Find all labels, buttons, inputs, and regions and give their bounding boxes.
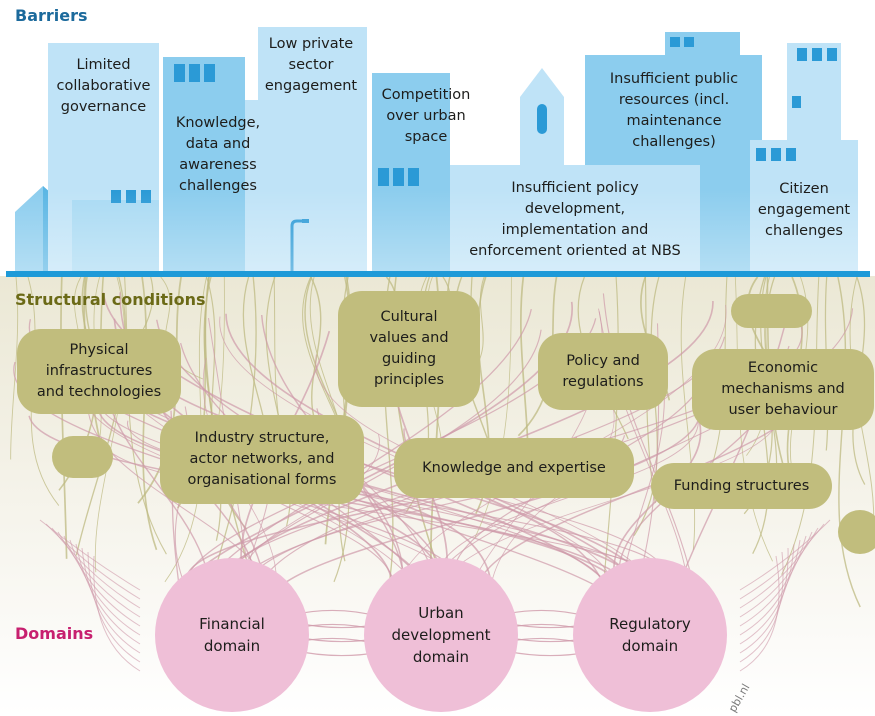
window bbox=[378, 168, 389, 186]
root-line bbox=[63, 535, 141, 627]
root-line bbox=[87, 551, 141, 663]
window bbox=[756, 148, 766, 161]
domain-circle-financial bbox=[155, 558, 309, 712]
root-line bbox=[127, 420, 670, 581]
structural-economic-mechanisms: Economic mechanisms and user behaviour bbox=[721, 360, 845, 418]
window bbox=[797, 48, 807, 61]
structural-box-physical bbox=[17, 329, 181, 414]
structural-policy-regulations: Policy and regulations bbox=[562, 352, 644, 390]
barrier-insufficient-public-resources: Insufficient public resources (incl. mai… bbox=[609, 71, 739, 150]
structural-boxes bbox=[17, 291, 875, 554]
domains-heading: Domains bbox=[15, 624, 94, 643]
root-line bbox=[94, 276, 126, 573]
root-line bbox=[60, 276, 68, 559]
root-line bbox=[124, 276, 167, 555]
window bbox=[792, 96, 801, 108]
domain-financial: Financial domain bbox=[199, 615, 265, 655]
root-line bbox=[739, 539, 801, 636]
barrier-competition-urban-space: Competition over urban space bbox=[381, 87, 471, 145]
domain-regulatory: Regulatory domain bbox=[609, 615, 691, 655]
barriers-heading: Barriers bbox=[15, 6, 88, 25]
root-line bbox=[10, 276, 19, 460]
structural-conditions-heading: Structural conditions bbox=[15, 290, 206, 309]
window bbox=[393, 168, 404, 186]
structural-blob-left bbox=[52, 436, 113, 478]
root-line bbox=[45, 523, 141, 600]
root-line bbox=[739, 535, 807, 627]
window bbox=[189, 64, 200, 82]
window bbox=[771, 148, 781, 161]
root-line bbox=[93, 555, 141, 672]
domain-circle-urban bbox=[364, 558, 518, 712]
structural-knowledge-expertise: Knowledge and expertise bbox=[422, 459, 606, 476]
barrier-limited-collaborative-governance: Limited collaborative governance bbox=[56, 57, 151, 115]
root-line bbox=[51, 527, 141, 609]
window bbox=[812, 48, 822, 61]
structural-funding-structures: Funding structures bbox=[673, 477, 810, 494]
structural-box-industry bbox=[160, 415, 364, 504]
root-line bbox=[739, 527, 819, 609]
domain-circle-regulatory bbox=[573, 558, 727, 712]
root-line bbox=[75, 543, 141, 645]
structural-box-economic bbox=[692, 349, 874, 430]
root-line bbox=[781, 276, 820, 575]
root-line bbox=[739, 551, 784, 663]
root-line bbox=[739, 523, 825, 600]
window bbox=[786, 148, 796, 161]
window bbox=[827, 48, 837, 61]
window bbox=[684, 37, 694, 47]
root-line bbox=[141, 276, 158, 551]
structural-box-knowledge bbox=[394, 438, 634, 498]
structural-box-policy bbox=[538, 333, 668, 410]
root-line bbox=[69, 539, 141, 636]
structural-physical-infrastructures: Physical infrastructures and technologie… bbox=[36, 342, 162, 400]
domain-circles bbox=[155, 558, 727, 712]
structural-blob-right-top bbox=[731, 294, 812, 328]
ground-line bbox=[6, 271, 870, 277]
domain-urban-development: Urban development domain bbox=[391, 604, 491, 666]
root-line bbox=[81, 547, 141, 654]
window bbox=[204, 64, 215, 82]
structural-blob-right bbox=[838, 510, 875, 554]
barrier-knowledge-data-awareness: Knowledge, data and awareness challenges bbox=[175, 115, 261, 194]
window bbox=[174, 64, 185, 82]
barrier-citizen-engagement: Citizen engagement challenges bbox=[757, 181, 851, 239]
structural-box-funding bbox=[651, 463, 832, 509]
root-line bbox=[268, 409, 701, 603]
root-line bbox=[739, 555, 780, 672]
structural-industry-structure: Industry structure, actor networks, and … bbox=[187, 430, 337, 488]
city-skyline bbox=[0, 27, 875, 272]
tower-window bbox=[537, 104, 547, 134]
root-line bbox=[739, 519, 831, 591]
barrier-low-private-sector-engagement: Low private sector engagement bbox=[264, 36, 358, 94]
window bbox=[408, 168, 419, 186]
window bbox=[670, 37, 680, 47]
root-line bbox=[474, 276, 512, 538]
root-line bbox=[837, 276, 861, 608]
root-line bbox=[633, 276, 660, 537]
root-line bbox=[75, 276, 127, 556]
skyline-haze bbox=[0, 190, 875, 272]
structural-cultural-values: Cultural values and guiding principles bbox=[369, 309, 449, 388]
root-line bbox=[739, 547, 789, 654]
structural-box-cultural bbox=[338, 291, 480, 407]
barrier-insufficient-policy: Insufficient policy development, impleme… bbox=[469, 180, 681, 259]
